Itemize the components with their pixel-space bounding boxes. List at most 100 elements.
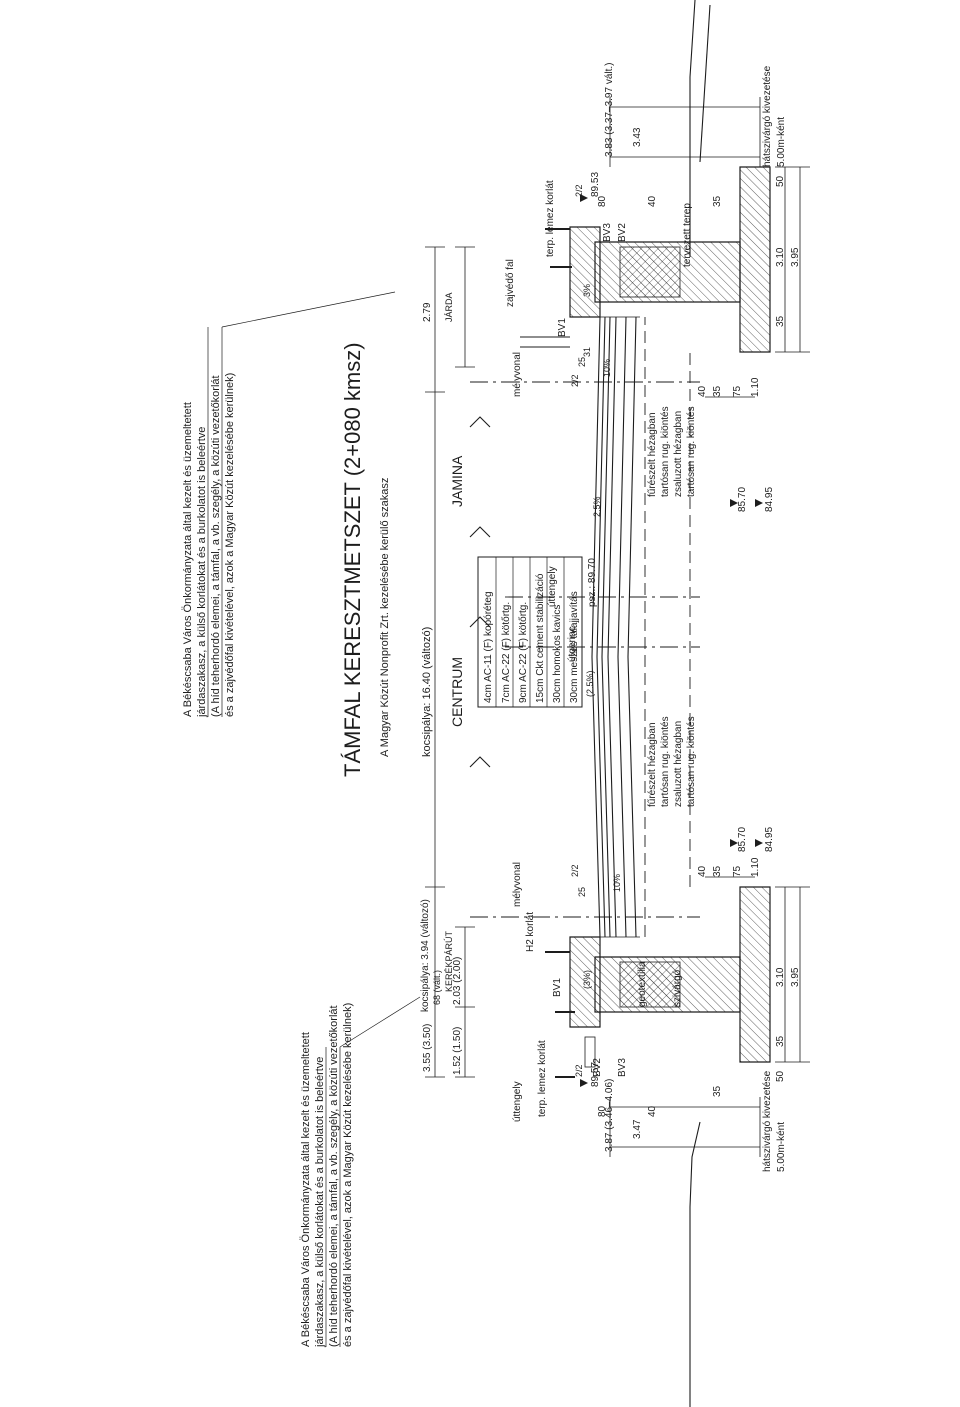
dim-347: 3.47 <box>632 1119 643 1139</box>
dim-40-d: 40 <box>647 195 658 207</box>
right-retaining-wall <box>520 166 771 353</box>
label-centrum: CENTRUM <box>449 657 465 727</box>
right-note: A Békéscsaba Város Önkormányzata által k… <box>182 373 236 718</box>
joint-note-7: zsaluzott hézagban <box>673 411 684 497</box>
layer-row: 7cm AC-22 (F) kötőrtg. <box>501 602 512 703</box>
left-note-line-4: és a zajvédőfal kivételével, azok a Magy… <box>342 1003 354 1347</box>
rotated-drawing: A Békéscsaba Város Önkormányzata által k… <box>182 0 810 1407</box>
label-zajvedo-fal: zajvédő fal <box>505 259 516 307</box>
left-retaining-wall <box>545 886 771 1078</box>
layer-row: 4cm AC-11 (F) kopóréteg <box>483 591 494 703</box>
layer-row: 9cm AC-22 (F) kötőrtg. <box>518 602 529 703</box>
right-note-line-3: (A híd teherhordó elemei, a támfal, a vb… <box>210 375 222 717</box>
label-bv1-right: BV1 <box>557 318 568 337</box>
label-terp-left: terp. lemez korlát <box>537 1040 548 1117</box>
label-otkent-right: 5.00m-ként <box>776 117 787 167</box>
dim-kocsipalya-main: kocsipálya: 16.40 (változó) <box>421 627 433 757</box>
joint-note-5: fűrészelt hézagban <box>647 412 658 497</box>
dim-110-b: 1.10 <box>750 377 761 397</box>
joint-note-6: tartósan rug. kiöntés <box>660 406 671 497</box>
dim-310-left: 3.10 <box>775 967 786 987</box>
dim-35-b: 35 <box>775 315 786 327</box>
dim-203: 2.03 (2.00) <box>452 957 463 1005</box>
dim-2-2-c: 2/2 <box>570 374 580 387</box>
left-note-line-2: járdaszakasz, a külső korlátokat és a bu… <box>314 1057 326 1348</box>
dim-40-b: 40 <box>697 385 708 397</box>
layer-row: 30cm meszes talajjavítás <box>569 591 580 703</box>
dim-35-d: 35 <box>712 385 723 397</box>
right-note-line-2: járdaszakasz, a külső korlátokat és a bu… <box>196 427 208 718</box>
label-melyvonal-right: mélyvonal <box>512 352 523 397</box>
label-h2-korlat: H2 korlát <box>525 912 536 952</box>
dim-35-c: 35 <box>712 865 723 877</box>
elev-8957: 89.57 <box>590 1062 601 1087</box>
dim-75-a: 75 <box>732 865 743 877</box>
dim-110-a: 1.10 <box>750 857 761 877</box>
left-note: A Békéscsaba Város Önkormányzata által k… <box>300 1003 354 1348</box>
direction-chevrons <box>469 416 491 768</box>
label-bv2-left: BV2 <box>592 1058 603 1077</box>
layer-table: 4cm AC-11 (F) kopóréteg 7cm AC-22 (F) kö… <box>483 573 580 703</box>
dim-80-left: 80 <box>597 1105 608 1117</box>
elev-8495-right: 84.95 <box>764 487 775 512</box>
label-utengely-right: úttengely <box>547 566 558 607</box>
dim-310-right: 3.10 <box>775 247 786 267</box>
dim-25-b: 25 <box>577 357 587 367</box>
label-bv3-left: BV3 <box>617 1058 628 1077</box>
label-psz: psz.: 89.70 <box>587 558 598 607</box>
elevation-markers <box>580 194 763 1087</box>
note-underlines <box>207 291 421 1347</box>
dim-35-f: 35 <box>712 195 723 207</box>
road-pavement <box>591 316 640 938</box>
label-pct-3-right: 3% <box>582 284 592 297</box>
joint-note-2: tartósan rug. kiöntés <box>660 716 671 807</box>
label-pct-10-left: 10% <box>612 874 622 892</box>
elev-8495-left: 84.95 <box>764 827 775 852</box>
label-pct-3-left: (3%) <box>582 970 592 989</box>
dim-387: 3.87 (3.46–4.06) <box>604 1079 615 1152</box>
dashed-lines <box>470 317 700 937</box>
dim-2-2-d: 2/2 <box>574 184 584 197</box>
dim-50-b: 50 <box>775 175 786 187</box>
dim-31: 31 <box>582 347 592 357</box>
dim-383: 3.83 (3.37–3.97 vált.) <box>604 62 615 157</box>
dim-395-right: 3.95 <box>790 247 801 267</box>
joint-note-4: tartósan rug. kiöntés <box>686 716 697 807</box>
dim-50-a: 50 <box>775 1070 786 1082</box>
label-tervezett-terep: tervezett terep <box>682 203 693 267</box>
label-pct-10-right: 10% <box>602 359 612 377</box>
dim-35-e: 35 <box>712 1085 723 1097</box>
dim-2-2-a: 2/2 <box>570 864 580 877</box>
joint-note-1: fűrészelt hézagban <box>647 722 658 807</box>
label-jarda: JÁRDA <box>444 292 454 322</box>
dim-152: 1.52 (1.50) <box>452 1027 463 1075</box>
dim-80-right: 80 <box>597 195 608 207</box>
dim-40-a: 40 <box>697 865 708 877</box>
label-szivargo: szivárgó <box>672 969 683 1007</box>
dim-355: 3.55 (3.50) <box>422 1024 433 1072</box>
dim-68: 68 (vált.) <box>432 970 442 1005</box>
elev-8570-left: 85.70 <box>737 827 748 852</box>
dim-2-2-b: 2/2 <box>574 1064 584 1077</box>
joint-note-8: tartósan rug. kiöntés <box>686 406 697 497</box>
dim-279: 2.79 <box>422 302 433 322</box>
label-hatszivargo-left: hátszivárgó kivezetése <box>762 1070 773 1172</box>
label-geotextilia: geotextília <box>637 961 648 1007</box>
label-kerekparut: KERÉKPÁRÚT <box>444 930 454 992</box>
left-note-line-3: (A híd teherhordó elemei, a támfal, a vb… <box>328 1005 340 1347</box>
label-melyvonal-left: mélyvonal <box>512 862 523 907</box>
dim-kocsipalya-left: kocsipálya: 3.94 (változó) <box>420 899 431 1012</box>
label-utgerinc: útgerinc <box>567 626 578 662</box>
dim-25-a: 25 <box>577 887 587 897</box>
label-utengely-left: úttengely <box>512 1081 523 1122</box>
dimension-lines <box>425 97 810 1157</box>
drawing-subtitle: A Magyar Közút Nonprofit Zrt. kezelésébe… <box>379 478 391 757</box>
label-jamina: JAMINA <box>449 455 465 507</box>
label-bv1-left: BV1 <box>552 978 563 997</box>
terrain-lines <box>689 0 711 1407</box>
label-otkent-left: 5.00m-ként <box>776 1122 787 1172</box>
left-note-line-1: A Békéscsaba Város Önkormányzata által k… <box>300 1032 312 1347</box>
label-pct-25-right: 2.5% <box>592 496 602 517</box>
layer-row: 15cm Ckt cement stabilizáció <box>535 573 546 703</box>
